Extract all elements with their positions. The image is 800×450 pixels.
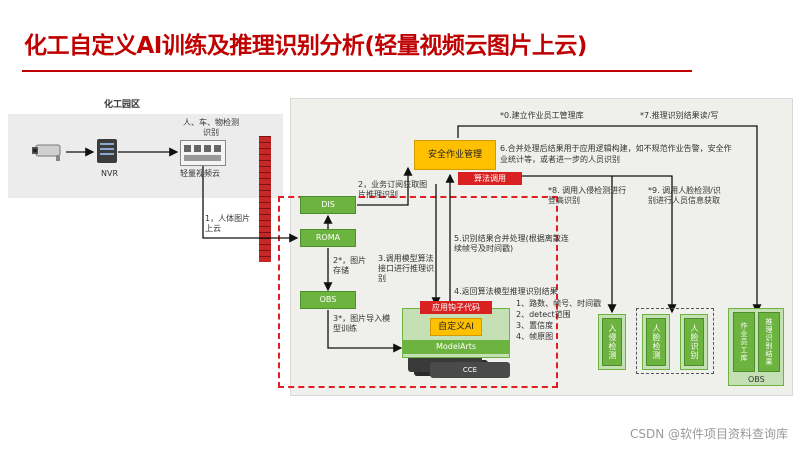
step-3b-label: 3*，图片导入模型训练 — [333, 314, 391, 333]
page-title: 化工自定义AI训练及推理识别分析(轻量视频云图片上云) — [24, 33, 587, 59]
obs-box: OBS — [300, 291, 356, 309]
result-detail-item: 1、路数、帧号、时间戳 — [516, 299, 602, 308]
modelarts-label: ModelArts — [402, 340, 510, 354]
step-8-label: *8. 调用入侵检测进行登高识别 — [548, 186, 627, 205]
watermark: CSDN @软件项目资料查询库 — [629, 427, 788, 441]
staff-db-box: 作业员工库 — [733, 312, 755, 372]
custom-ai-box: 自定义AI — [430, 318, 482, 336]
face-recog-box: 人脸识别 — [684, 318, 704, 366]
edge-device-icon — [180, 140, 226, 166]
title-divider — [22, 70, 692, 72]
safety-management-box: 安全作业管理 — [414, 140, 496, 170]
cloud-area-background — [290, 98, 793, 396]
nvr-server-icon — [96, 138, 118, 164]
step-2-label: 2，业务订阅获取图片推理识别 — [358, 180, 428, 199]
result-detail-item: 4、帧原图 — [516, 332, 554, 341]
result-db-box: 推理识别结果 — [758, 312, 780, 372]
result-details-list: 1、路数、帧号、时间戳 2、detect范围 3、置信度 4、帧原图 — [516, 298, 601, 342]
step-1-label: 1，人体图片上云 — [205, 214, 251, 233]
step-9-label: *9. 调用人脸检测/识别进行人员信息获取 — [648, 186, 721, 205]
core-region-dashed — [278, 196, 558, 388]
step-0-label: *0.建立作业员工管理库 — [500, 111, 584, 120]
result-detail-item: 2、detect范围 — [516, 310, 571, 319]
camera-icon — [30, 142, 66, 162]
park-label: 化工园区 — [104, 100, 141, 110]
face-group-dashed — [636, 308, 714, 374]
algorithm-call-box: 算法调用 — [458, 172, 522, 185]
step-7-label: *7.推理识别结果读/写 — [640, 111, 719, 120]
step-4-label: 4.返回算法模型推理识别结果 — [454, 287, 558, 296]
intrusion-detect-box: 入侵检测 — [602, 318, 622, 366]
firewall-icon — [259, 136, 271, 262]
step-3-label: 3.调用模型算法接口进行推理识别 — [378, 254, 434, 283]
obs-storage-label: OBS — [748, 375, 765, 384]
hook-code-box: 应用钩子代码 — [420, 301, 492, 314]
detect-label: 人、车、物检测识别 — [183, 118, 239, 137]
step-6-label: 6.合并处理后结果用于应用逻辑构建，如不规范作业告警，安全作业统计等，或者进一步… — [500, 144, 732, 164]
edge-label: 轻量视频云 — [180, 169, 220, 178]
step-2b-label: 2*，图片存储 — [333, 256, 367, 275]
result-detail-item: 3、置信度 — [516, 321, 554, 330]
step-5-label: 5.识别结果合并处理(根据离散连续帧号及时间戳) — [454, 234, 569, 253]
face-detect-box: 人脸检测 — [646, 318, 666, 366]
nvr-label: NVR — [101, 169, 119, 178]
roma-box: ROMA — [300, 229, 356, 247]
cce-box: CCE — [430, 362, 510, 378]
dis-box: DIS — [300, 196, 356, 214]
